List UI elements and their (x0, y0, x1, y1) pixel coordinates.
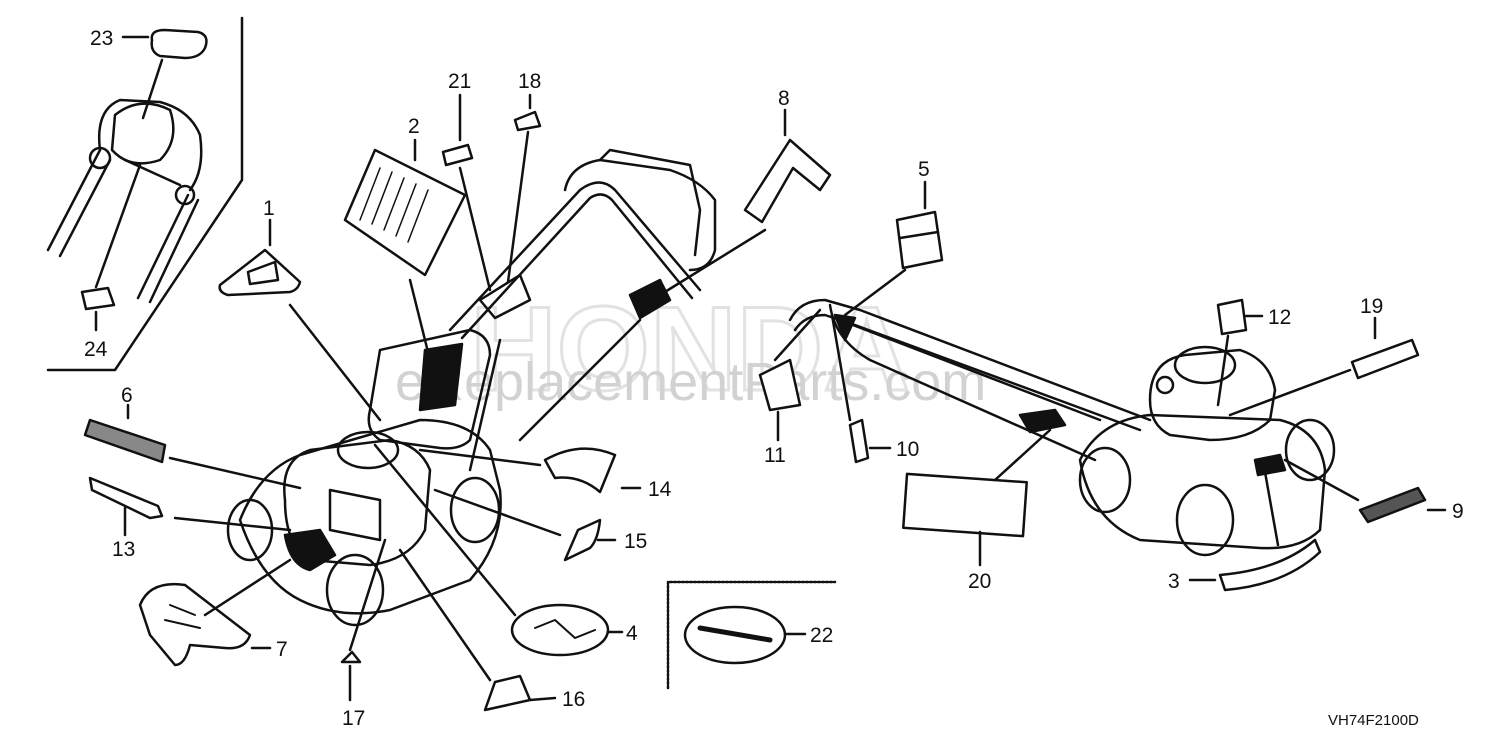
part-18-label (513, 110, 542, 132)
callout-21: 21 (448, 70, 471, 93)
callout-12: 12 (1268, 306, 1291, 329)
callout-numbers: 23 24 1 2 21 18 8 5 6 13 7 17 16 4 15 14… (84, 27, 1464, 730)
part-22-marks (697, 625, 773, 643)
part-21-label (441, 143, 474, 167)
callout-3: 3 (1168, 570, 1180, 593)
leader-18b (506, 130, 530, 284)
callout-9: 9 (1452, 500, 1464, 523)
callout-16: 16 (562, 688, 585, 711)
part-11-label (758, 358, 802, 412)
leader-19b (1228, 368, 1352, 417)
part-14-label (543, 447, 617, 494)
part-1-inner (246, 260, 280, 286)
part-4-marks (534, 619, 596, 639)
callout-23: 23 (90, 27, 113, 50)
callout-2: 2 (408, 115, 420, 138)
part-23-label (150, 28, 208, 60)
callout-19: 19 (1360, 295, 1383, 318)
part-7-marks (164, 604, 201, 629)
inset-border-bottom (666, 580, 837, 690)
leader-8b (658, 228, 767, 297)
inset-handle-drawing (46, 98, 203, 304)
part-19-label (1350, 338, 1420, 380)
leader-9 (1283, 458, 1360, 502)
leader-15 (433, 488, 562, 537)
part-1-label (218, 248, 302, 297)
callout-20: 20 (968, 570, 991, 593)
part-17-label (340, 650, 362, 664)
callout-15: 15 (624, 530, 647, 553)
part-2-lines (359, 167, 429, 243)
part-24-label (80, 286, 116, 311)
leader-23b (141, 58, 164, 120)
leader-3 (1263, 470, 1280, 547)
leader-11 (773, 308, 822, 362)
callout-4: 4 (626, 622, 638, 645)
callout-24: 24 (84, 338, 108, 361)
side-mower-drawing (788, 298, 1336, 557)
leader-14 (418, 448, 542, 467)
leader-1b (288, 303, 382, 422)
leader-17 (348, 538, 387, 652)
callout-5: 5 (918, 158, 930, 181)
part-9-label (1358, 486, 1427, 524)
part-5-line (898, 230, 940, 240)
callout-10: 10 (896, 438, 919, 461)
callout-18: 18 (518, 70, 541, 93)
part-16-label (483, 674, 532, 712)
decal-7-on-mower (283, 528, 337, 572)
part-10-label (848, 418, 870, 464)
part-8-label (743, 138, 832, 224)
part-12-label (1216, 298, 1248, 336)
callout-22: 22 (810, 624, 833, 647)
diagram-code: VH74F2100D (1328, 712, 1419, 729)
leader-21b (458, 166, 492, 292)
callout-11: 11 (764, 444, 786, 467)
callout-8: 8 (778, 87, 790, 110)
part-5-label (895, 210, 944, 270)
callout-1: 1 (263, 197, 275, 220)
leader-5b (843, 268, 907, 317)
callout-7: 7 (276, 638, 288, 661)
leader-12b (1216, 334, 1230, 407)
callout-14: 14 (648, 478, 672, 501)
leader-7 (203, 558, 292, 617)
leader-10 (830, 313, 852, 422)
leader-20 (993, 428, 1052, 482)
inset-border-top-left (46, 16, 244, 372)
callout-6: 6 (121, 384, 133, 407)
part-4-label (510, 603, 610, 657)
leader-4 (373, 443, 517, 617)
part-20-label (902, 472, 1028, 538)
leader-6b (168, 456, 302, 490)
leader-16 (398, 548, 492, 682)
leader-16b (528, 696, 557, 702)
leader-13b (173, 516, 292, 532)
watermark-text: eReplacementParts.com (395, 352, 986, 412)
callout-17: 17 (342, 707, 365, 730)
part-13-label (88, 476, 164, 520)
part-15-label (563, 518, 602, 562)
part-3-label (1218, 538, 1322, 592)
callout-13: 13 (112, 538, 135, 561)
leader-2b (408, 278, 442, 402)
part-6-label (83, 418, 167, 464)
leader-24 (94, 163, 142, 289)
part-7-label (138, 582, 252, 667)
